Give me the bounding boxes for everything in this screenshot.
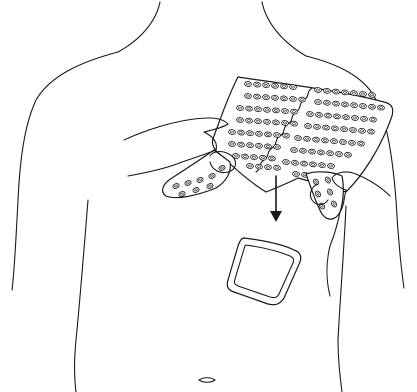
strip-right-outline (306, 172, 343, 219)
left-side-line (75, 200, 89, 392)
electrode-pad (227, 238, 301, 305)
right-side-line (338, 206, 346, 392)
peeled-strip-right (306, 172, 343, 219)
torso-outline (12, 2, 404, 392)
neck-left-line (118, 2, 160, 52)
electrode-dot (368, 92, 376, 98)
arrow-head (270, 211, 282, 222)
navel-icon (199, 378, 215, 383)
electrode-sheet (212, 77, 392, 192)
left-shoulder-arm-line (12, 52, 118, 290)
neck-right-line (262, 2, 306, 56)
